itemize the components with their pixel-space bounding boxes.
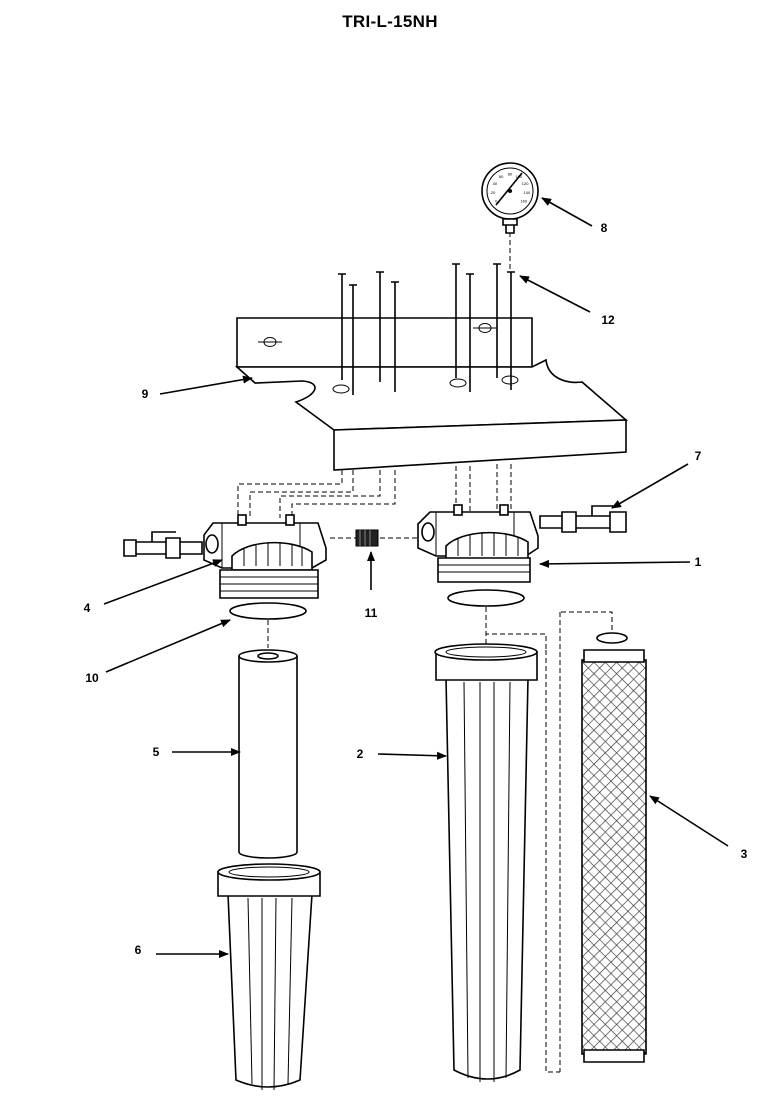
coupling-nipple — [355, 529, 379, 547]
left-filter-head — [203, 514, 327, 599]
callout-arrow-10 — [105, 619, 231, 673]
callout-label-9: 9 — [142, 387, 149, 401]
callout-arrows — [103, 197, 729, 958]
callout-arrow-1 — [539, 559, 691, 568]
gauge-scale-label: 120 — [522, 181, 529, 186]
gauge-scale-label: 0 — [495, 199, 498, 204]
mounting-bracket — [234, 317, 629, 471]
right-ball-valve — [539, 505, 627, 533]
assembly-guide-lines — [237, 232, 613, 1073]
gauge-scale-label: 140 — [524, 190, 531, 195]
gauge-scale-label: 40 — [493, 181, 498, 186]
left-ball-valve — [123, 531, 203, 559]
callout-label-12: 12 — [601, 313, 615, 327]
short-filter-housing — [217, 863, 321, 1091]
gauge-scale-label: 20 — [491, 190, 496, 195]
callout-arrow-12 — [519, 275, 591, 313]
callout-label-1: 1 — [695, 555, 702, 569]
callout-arrow-9 — [159, 375, 253, 395]
callout-arrow-4 — [103, 559, 223, 605]
callout-label-4: 4 — [84, 601, 91, 615]
cartridge-gasket — [596, 632, 628, 644]
callout-arrow-7 — [611, 463, 689, 509]
callout-arrow-8 — [541, 197, 593, 227]
gauge-scale-label: 80 — [508, 172, 513, 177]
carbon-block-cartridge — [581, 649, 647, 1063]
callout-label-11: 11 — [365, 606, 378, 620]
callout-label-8: 8 — [601, 221, 608, 235]
sediment-cartridge — [238, 649, 298, 859]
callout-label-5: 5 — [153, 745, 160, 759]
right-filter-head — [417, 504, 539, 583]
callout-label-7: 7 — [695, 449, 702, 463]
gauge-scale-label: 60 — [499, 174, 504, 179]
callout-label-2: 2 — [357, 747, 364, 761]
diagram-title: TRI-L-15NH — [342, 12, 438, 31]
callout-label-3: 3 — [741, 847, 748, 861]
mounting-screws — [338, 263, 515, 395]
tall-filter-housing — [434, 643, 538, 1082]
right-o-ring — [447, 589, 525, 607]
gauge-scale-label: 160 — [520, 199, 527, 204]
callout-labels: 1 2 3 4 5 6 7 8 9 10 11 12 — [84, 221, 748, 957]
callout-label-10: 10 — [85, 671, 99, 685]
gauge-scale-label: 100 — [516, 174, 523, 179]
pressure-gauge — [481, 162, 539, 234]
callout-arrow-2 — [377, 751, 447, 760]
callout-label-6: 6 — [135, 943, 142, 957]
callout-arrow-3 — [649, 795, 729, 847]
left-o-ring — [229, 602, 307, 620]
